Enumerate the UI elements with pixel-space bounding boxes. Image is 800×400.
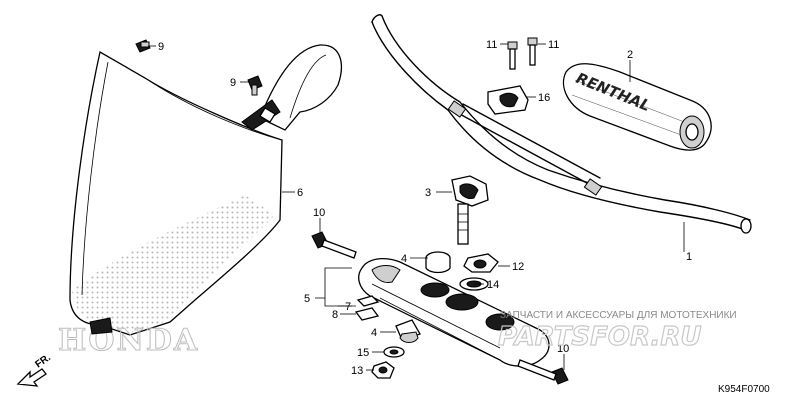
washer-15 bbox=[383, 346, 405, 358]
label-part-14: 14 bbox=[487, 279, 499, 291]
label-part-13: 13 bbox=[351, 365, 363, 377]
label-part-2: 2 bbox=[627, 49, 633, 61]
diagram-code: K954F0700 bbox=[718, 384, 770, 395]
watermark-logo: PARTSFOR.RU bbox=[498, 322, 701, 352]
rubber-bushing-upper bbox=[425, 251, 451, 274]
watermark: ЗАПЧАСТИ И АКСЕССУАРЫ ДЛЯ МОТОТЕХНИКИ PA… bbox=[497, 310, 737, 353]
label-part-5: 5 bbox=[304, 293, 310, 305]
bolt-10-right bbox=[517, 359, 569, 385]
bolt-11-left bbox=[507, 41, 518, 70]
label-part-10-left: 10 bbox=[313, 207, 325, 219]
top-bridge bbox=[358, 257, 550, 367]
bolt-11-right bbox=[527, 37, 538, 66]
label-part-3: 3 bbox=[425, 187, 431, 199]
label-part-12: 12 bbox=[512, 261, 524, 273]
collar-8 bbox=[354, 307, 380, 321]
upper-clamp bbox=[487, 85, 529, 115]
leader-lines bbox=[148, 43, 685, 371]
bolt-9-top bbox=[135, 39, 151, 53]
grip: RENTHAL bbox=[562, 63, 712, 151]
number-plate: HONDA bbox=[58, 44, 342, 359]
bolt-10-left bbox=[311, 231, 357, 259]
front-direction-label: FR. bbox=[33, 352, 53, 370]
label-part-9-mid: 9 bbox=[230, 77, 236, 89]
label-part-11-left: 11 bbox=[486, 39, 497, 51]
front-direction-arrow: FR. bbox=[16, 352, 53, 387]
nut-13 bbox=[371, 361, 395, 379]
label-part-10-right: 10 bbox=[557, 343, 569, 355]
washer-7 bbox=[356, 295, 380, 307]
label-part-8: 8 bbox=[332, 309, 338, 321]
label-part-6: 6 bbox=[297, 187, 303, 199]
label-part-16: 16 bbox=[538, 92, 550, 104]
label-part-9-top: 9 bbox=[158, 41, 164, 53]
rubber-bushing-lower bbox=[395, 319, 421, 343]
label-part-4-lower: 4 bbox=[371, 327, 377, 339]
label-part-4-upper: 4 bbox=[401, 253, 407, 265]
label-part-7: 7 bbox=[345, 301, 351, 313]
bolt-9-mid bbox=[247, 75, 263, 96]
nut-12 bbox=[463, 253, 499, 273]
honda-logo-text: HONDA bbox=[58, 323, 199, 358]
label-part-11-right: 11 bbox=[548, 39, 559, 51]
handlebar-holder bbox=[451, 175, 489, 245]
handlebar bbox=[371, 14, 752, 234]
label-part-15: 15 bbox=[357, 347, 369, 359]
label-part-1: 1 bbox=[686, 251, 692, 263]
watermark-caption: ЗАПЧАСТИ И АКСЕССУАРЫ ДЛЯ МОТОТЕХНИКИ bbox=[500, 310, 737, 321]
